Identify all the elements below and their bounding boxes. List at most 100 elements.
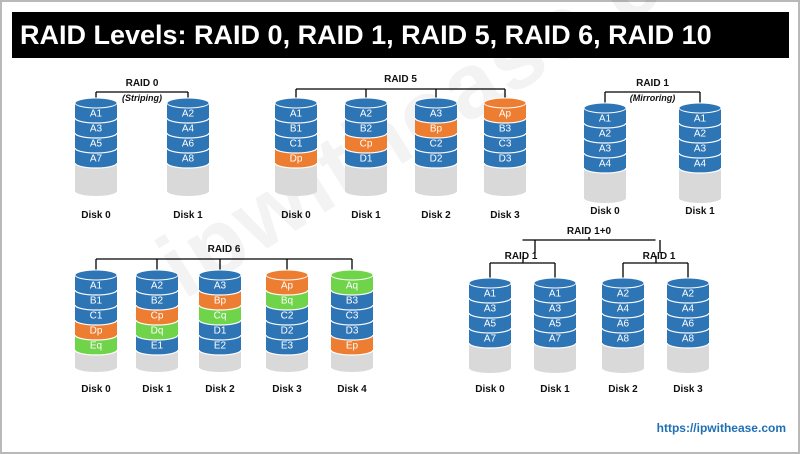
- disk-bottom: [331, 362, 373, 372]
- block-label: A7: [90, 154, 103, 165]
- block-label: A3: [549, 304, 562, 315]
- disk-bottom: [266, 362, 308, 372]
- disk-block-bottom: [534, 308, 576, 318]
- block-label: D2: [281, 326, 294, 337]
- disk-top: [135, 269, 179, 281]
- group-label: RAID 0: [126, 78, 159, 89]
- disk-block-bottom: [266, 300, 308, 310]
- disk-top: [344, 97, 388, 109]
- block-separator: [274, 132, 318, 139]
- disk-block-bottom: [679, 133, 721, 143]
- block-separator: [483, 162, 527, 169]
- block-separator: [533, 312, 577, 319]
- block-separator: [74, 304, 118, 311]
- block-label: A5: [484, 319, 497, 330]
- block-label: A4: [182, 124, 195, 135]
- disk-block-bottom: [199, 330, 241, 340]
- disk-bottom: [136, 362, 178, 372]
- block-separator: [166, 117, 210, 124]
- disk-bottom: [199, 362, 241, 372]
- block-separator: [666, 297, 710, 304]
- disk-block-bottom: [75, 285, 117, 295]
- block-separator: [583, 137, 627, 144]
- block-label: A4: [617, 304, 630, 315]
- block-separator: [135, 319, 179, 326]
- block-separator: [533, 297, 577, 304]
- sub-group-label: RAID 1: [643, 251, 676, 262]
- block-label: E3: [281, 341, 294, 352]
- disk-block-bottom: [75, 158, 117, 168]
- block-label: A1: [90, 281, 103, 292]
- block-label: Cp: [151, 311, 164, 322]
- disk-block-bottom: [199, 300, 241, 310]
- disk-bottom: [415, 186, 457, 196]
- block-label: A3: [484, 304, 497, 315]
- disk-name: Disk 1: [351, 210, 381, 221]
- block-separator: [583, 167, 627, 174]
- disk-block-bottom: [266, 345, 308, 355]
- block-separator: [533, 342, 577, 349]
- disk-top: [166, 97, 210, 109]
- disk-name: Disk 0: [475, 384, 505, 395]
- block-label: A5: [549, 319, 562, 330]
- disk-block-bottom: [331, 285, 373, 295]
- block-separator: [265, 304, 309, 311]
- block-label: A2: [682, 289, 695, 300]
- block-separator: [678, 122, 722, 129]
- footer-link[interactable]: https://ipwithease.com: [656, 421, 786, 435]
- disk-bottom: [75, 186, 117, 196]
- block-label: A3: [90, 124, 103, 135]
- block-separator: [330, 334, 374, 341]
- block-label: A8: [682, 334, 695, 345]
- disk-block-bottom: [167, 113, 209, 123]
- disk-bottom: [275, 186, 317, 196]
- block-separator: [344, 117, 388, 124]
- disk-block-bottom: [469, 323, 511, 333]
- disk-block-bottom: [415, 128, 457, 138]
- block-separator: [468, 327, 512, 334]
- disk-name: Disk 1: [685, 206, 715, 217]
- disk-block-bottom: [136, 315, 178, 325]
- block-separator: [583, 152, 627, 159]
- disk-block-bottom: [667, 323, 709, 333]
- group-label: RAID 5: [384, 74, 417, 85]
- disk-top: [468, 277, 512, 289]
- block-separator: [468, 297, 512, 304]
- block-label: C1: [90, 311, 103, 322]
- disk-block-bottom: [469, 293, 511, 303]
- disk-bottom: [75, 362, 117, 372]
- block-label: A4: [694, 159, 707, 170]
- disk-name: Disk 1: [142, 384, 172, 395]
- block-label: A7: [549, 334, 562, 345]
- block-separator: [198, 319, 242, 326]
- disk-block-bottom: [679, 118, 721, 128]
- disk-name: Disk 0: [590, 206, 620, 217]
- block-separator: [483, 132, 527, 139]
- disk-bottom: [469, 363, 511, 373]
- block-separator: [74, 132, 118, 139]
- block-separator: [666, 312, 710, 319]
- disk-block-bottom: [667, 338, 709, 348]
- block-label: A1: [599, 114, 612, 125]
- block-label: Bp: [430, 124, 443, 135]
- disk-block-bottom: [75, 128, 117, 138]
- disk-block-bottom: [75, 300, 117, 310]
- disk-name: Disk 3: [673, 384, 703, 395]
- block-label: Bp: [214, 296, 227, 307]
- disk-name: Disk 2: [421, 210, 451, 221]
- block-separator: [274, 117, 318, 124]
- block-label: D3: [346, 326, 359, 337]
- block-separator: [583, 122, 627, 129]
- block-separator: [601, 312, 645, 319]
- disk-block-bottom: [667, 308, 709, 318]
- block-separator: [274, 162, 318, 169]
- disk-block-bottom: [602, 308, 644, 318]
- block-label: E1: [151, 341, 164, 352]
- block-separator: [265, 319, 309, 326]
